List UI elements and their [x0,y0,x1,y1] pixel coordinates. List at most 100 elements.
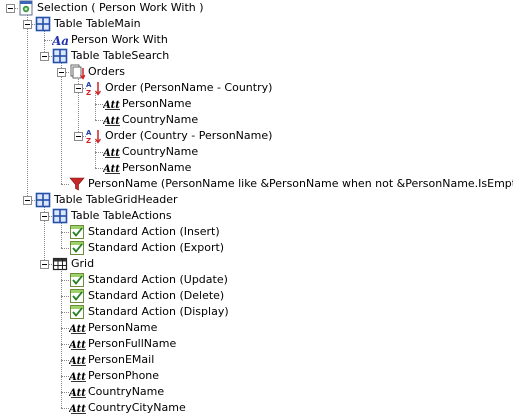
table-icon [35,192,51,208]
tree-connector-line [27,13,28,200]
tree-node[interactable]: Standard Action (Insert) [0,224,513,240]
tree-node-label: PersonName [122,161,192,174]
collapse-toggle-icon[interactable] [40,52,49,61]
tree-branch-line [61,184,69,185]
attribute-icon: Att [103,112,120,128]
attribute-icon: Att [69,368,86,384]
tree-node[interactable]: Standard Action (Export) [0,240,513,256]
tree-node-label: Table TableSearch [71,49,170,62]
tree-branch-line [61,376,69,377]
tree-node-label: Order (Country - PersonName) [105,129,273,142]
tree-node[interactable]: Table TableActions [0,208,513,224]
collapse-toggle-icon[interactable] [74,132,83,141]
tree-node[interactable]: PersonName (PersonName like &PersonName … [0,176,513,192]
svg-text:Att: Att [69,356,86,367]
collapse-toggle-icon[interactable] [40,212,49,221]
tree-node-label: Standard Action (Display) [88,305,229,318]
tree-branch-line [61,248,69,249]
tree-node-label: PersonFullName [88,337,177,350]
standard-action-icon [69,272,85,288]
tree-connector-line [61,221,62,248]
tree-branch-line [44,40,52,41]
tree-node-label: Table TableMain [54,17,141,30]
attribute-icon: Att [103,144,120,160]
attribute-icon: Att [103,160,120,176]
tree-node-label: Standard Action (Update) [88,273,228,286]
attribute-icon: Att [69,384,86,400]
tree-node-label: Table TableActions [71,209,172,222]
tree-branch-line [61,360,69,361]
tree-branch-line [95,168,103,169]
tree-node-label: CountryName [122,113,199,126]
tree-node-label: Selection ( Person Work With ) [37,1,204,14]
tree-node-label: Standard Action (Insert) [88,225,220,238]
tree-node[interactable]: Standard Action (Display) [0,304,513,320]
tree-node-label: Order (PersonName - Country) [105,81,273,94]
tree-node-label: PersonPhone [88,369,160,382]
orders-icon [69,64,85,80]
collapse-toggle-icon[interactable] [23,196,32,205]
tree-node-label: Standard Action (Delete) [88,289,225,302]
svg-text:Att: Att [69,388,86,399]
svg-text:Z: Z [86,89,91,96]
collapse-toggle-icon[interactable] [23,20,32,29]
standard-action-icon [69,224,85,240]
tree-node-label: Person Work With [71,33,168,46]
collapse-toggle-icon[interactable] [40,260,49,269]
collapse-toggle-icon[interactable] [6,4,15,13]
tree-branch-line [61,408,69,409]
tree-connector-line [95,93,96,120]
tree-node-label: Grid [71,257,95,270]
tree-node-label: Standard Action (Export) [88,241,225,254]
tree-branch-line [61,392,69,393]
tree-branch-line [95,120,103,121]
svg-text:Att: Att [103,100,120,111]
tree-branch-line [61,328,69,329]
standard-action-icon [69,304,85,320]
svg-text:Att: Att [103,116,120,127]
svg-text:Att: Att [69,372,86,383]
tree-node[interactable]: Table TableMain [0,16,513,32]
tree-node[interactable]: Table TableSearch [0,48,513,64]
table-icon [52,48,68,64]
table-icon [35,16,51,32]
attribute-icon: Att [69,352,86,368]
tree-node[interactable]: Selection ( Person Work With ) [0,0,513,16]
text-block-icon: Aa [52,32,68,48]
standard-action-icon [69,240,85,256]
tree-connector-line [61,61,62,184]
tree-node-label: Orders [88,65,125,78]
tree-node-label: CountryName [122,145,199,158]
tree-node[interactable]: Standard Action (Update) [0,272,513,288]
tree-node-label: Table TableGridHeader [54,193,178,206]
selection-icon [18,0,34,16]
tree-node[interactable]: Grid [0,256,513,272]
tree-node[interactable]: Table TableGridHeader [0,192,513,208]
tree-branch-line [95,104,103,105]
tree-branch-line [61,296,69,297]
tree-node[interactable]: Standard Action (Delete) [0,288,513,304]
attribute-icon: Att [69,320,86,336]
tree-connector-line [95,141,96,168]
collapse-toggle-icon[interactable] [57,68,66,77]
tree-node-label: PersonName [122,97,192,110]
tree-node[interactable]: Orders [0,64,513,80]
grid-icon [52,256,68,272]
collapse-toggle-icon[interactable] [74,84,83,93]
tree-connector-line [78,77,79,136]
